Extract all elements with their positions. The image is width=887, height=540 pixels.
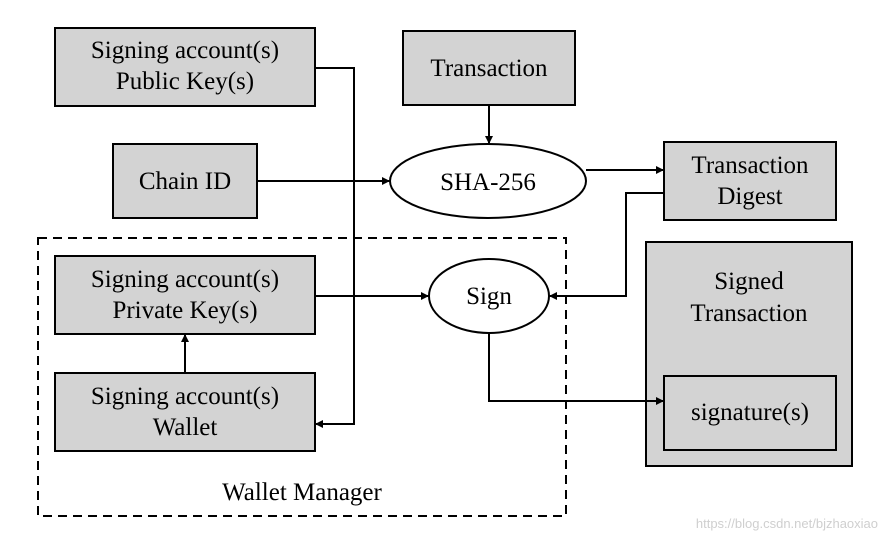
public-key-label-line2: Public Key(s) bbox=[116, 68, 254, 95]
transaction-digest-box bbox=[663, 141, 837, 221]
wallet-manager-label: Wallet Manager bbox=[222, 479, 382, 506]
chain-id-box bbox=[112, 143, 258, 219]
transaction-label: Transaction bbox=[430, 55, 548, 82]
transaction-digest-label-line2: Digest bbox=[717, 183, 782, 210]
wallet-manager-group bbox=[37, 237, 567, 517]
sign-label: Sign bbox=[466, 283, 512, 310]
signed-transaction-label-line2: Transaction bbox=[690, 300, 808, 327]
transaction-box bbox=[402, 30, 576, 106]
signature-label: signature(s) bbox=[691, 399, 809, 426]
public-key-label-line1: Signing account(s) bbox=[91, 37, 279, 64]
private-key-box bbox=[54, 255, 316, 335]
private-key-label-line2: Private Key(s) bbox=[112, 297, 257, 324]
wallet-box bbox=[54, 372, 316, 452]
signed-transaction-label-line1: Signed bbox=[714, 268, 784, 295]
edge-sign-to-signature bbox=[488, 333, 664, 405]
transaction-digest-label-line1: Transaction bbox=[691, 152, 809, 179]
wallet-label-line1: Signing account(s) bbox=[91, 383, 279, 410]
wallet-label-line2: Wallet bbox=[153, 414, 218, 441]
edge-publickey-to-wallet bbox=[315, 67, 355, 428]
private-key-label-line1: Signing account(s) bbox=[91, 266, 279, 293]
sha256-label: SHA-256 bbox=[440, 169, 536, 196]
watermark-text: https://blog.csdn.net/bjzhaoxiao bbox=[696, 516, 878, 531]
chain-id-label: Chain ID bbox=[139, 168, 231, 195]
edge-digest-to-sign bbox=[549, 192, 664, 300]
signature-box bbox=[663, 375, 837, 451]
